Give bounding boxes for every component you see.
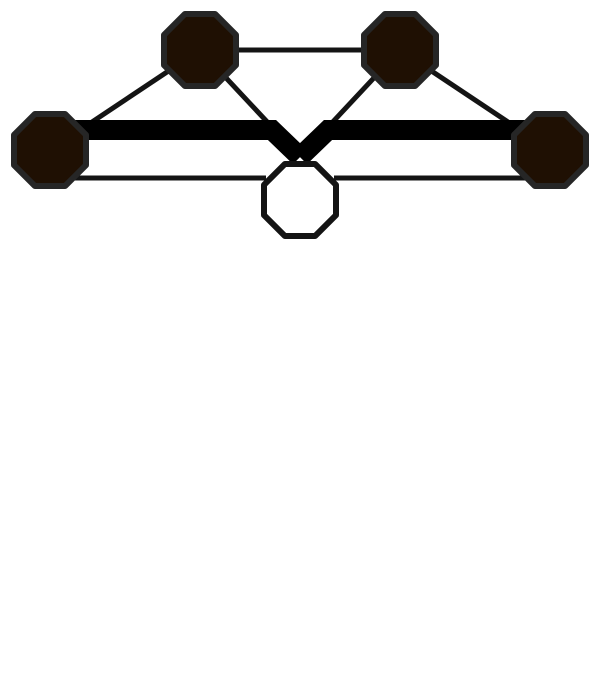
edge-right-bottom-center-heavy bbox=[293, 120, 540, 165]
edge-left-bottom-center-heavy bbox=[60, 120, 307, 165]
node-left bbox=[11, 111, 89, 189]
nodes-layer bbox=[11, 11, 589, 239]
node-right bbox=[511, 111, 589, 189]
node-bottom-center bbox=[261, 161, 339, 239]
node-top-left bbox=[161, 11, 239, 89]
node-top-right bbox=[361, 11, 439, 89]
